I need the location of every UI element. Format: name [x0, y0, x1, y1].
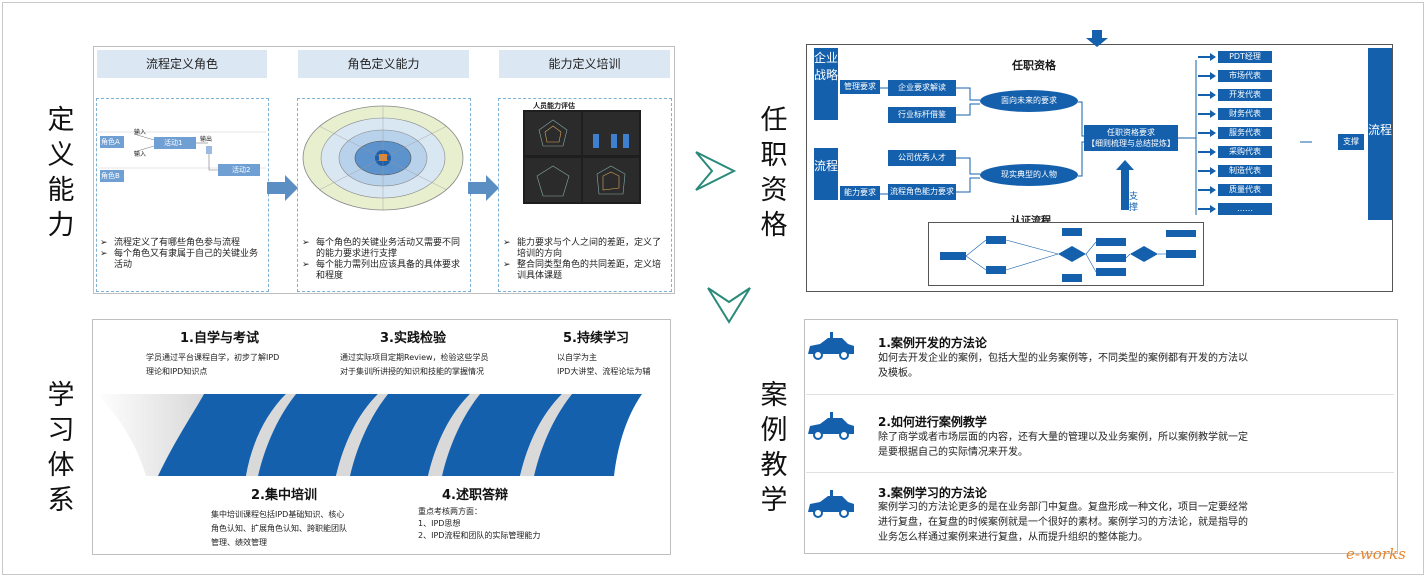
panel-define-capability [93, 46, 675, 294]
section-rings [297, 98, 471, 292]
role-b-label: 角色B [101, 172, 120, 180]
header-role-capability: 角色定义能力 [298, 50, 469, 78]
role-service: 服务代表 [1218, 127, 1272, 139]
label-define-capability: 定义能力 [47, 105, 75, 241]
assessment-title: 人员能力评估 [533, 102, 575, 110]
item-talent: 公司优秀人才 [888, 150, 956, 166]
qualification-connectors [880, 60, 1197, 215]
input-label-2: 输入 [134, 151, 147, 158]
box-qualification-req: 任职资格要求 【细则梳理与总结提炼】 [1084, 125, 1178, 151]
step-5-title: 5.持续学习 [563, 331, 629, 346]
bullets-process: ➢流程定义了有哪些角色参与流程 ➢每个角色又有隶属于自己的关键业务活动 [100, 238, 259, 270]
learning-stairs-diagram [96, 394, 642, 476]
capability-rings-diagram [302, 105, 464, 211]
support-arrow-icon [1300, 141, 1312, 143]
step-4-title: 4.述职答辩 [442, 488, 508, 503]
step-3-desc: 通过实际项目定期Review，检验这些学员对于集训所讲授的知识和技能的掌握情况 [340, 353, 489, 376]
item-enterprise-req: 企业要求解读 [888, 80, 956, 96]
title-certification: 认证流程 [1011, 212, 1051, 227]
step-3-title: 3.实践检验 [380, 331, 446, 346]
step-2-desc: 集中培训课程包括IPD基础知识、核心角色认知、扩展角色认知、跨职能团队管理、绩效… [211, 510, 347, 547]
bullets-rings: ➢每个角色的关键业务活动又需要不同的能力要求进行支撑 ➢每个能力需列出应该具备的… [302, 238, 461, 281]
case-2-title: 2.如何进行案例教学 [878, 415, 987, 429]
role-arrows [1198, 53, 1216, 213]
section-assessment [498, 98, 672, 292]
case-3-desc: 案例学习的方法论更多的是在业务部门中复盘。复盘形成一种文化，项目一定要经常进行复… [878, 502, 1248, 543]
watermark-logo: e-works [1346, 545, 1406, 563]
role-marketing: 市场代表 [1218, 70, 1272, 82]
divider-2 [806, 472, 1394, 473]
certification-flow-diagram [940, 228, 1196, 282]
flow-arrow-1-icon [267, 175, 298, 201]
car-icon [808, 332, 854, 360]
role-quality: 质量代表 [1218, 184, 1272, 196]
step-2-title: 2.集中培训 [251, 488, 317, 503]
car-icon [808, 412, 854, 440]
label-support-up: 支撑 [1129, 192, 1139, 213]
ellipse-typical-person: 现实典型的人物 [980, 164, 1078, 186]
bullets-assessment: ➢能力要求与个人之间的差距，定义了培训的方向 ➢整合同类型角色的共同差距，定义培… [503, 238, 662, 281]
role-manufacturing: 制造代表 [1218, 165, 1272, 177]
case-1-desc: 如何去开发企业的案例，包括大型的业务案例等，不同类型的案例都有开发的方法以及模板… [878, 353, 1248, 379]
box-enterprise-strategy: 企业战略 [814, 48, 838, 120]
output-label: 输出 [200, 136, 213, 143]
panel-case-teaching [804, 319, 1398, 554]
label-support-right: 支撑 [1338, 134, 1364, 150]
item-benchmark: 行业标杆借鉴 [888, 107, 956, 123]
car-icon [808, 490, 854, 518]
role-pdt-manager: PDT经理 [1218, 51, 1272, 63]
down-arrow-icon [1086, 30, 1108, 47]
role-a-label: 角色A [101, 138, 120, 146]
up-arrow-icon [1116, 160, 1134, 210]
role-more: …… [1218, 203, 1272, 215]
panel-learning-system [92, 319, 671, 555]
role-finance: 财务代表 [1218, 108, 1272, 120]
step-1-title: 1.自学与考试 [180, 331, 259, 346]
assessment-dashboard [523, 110, 641, 204]
role-development: 开发代表 [1218, 89, 1272, 101]
ellipse-future-req: 面向未来的要求 [980, 90, 1078, 112]
chevron-down-icon [707, 287, 751, 324]
chevron-right-icon [695, 151, 737, 191]
process-flow-diagram [98, 131, 266, 182]
header-capability-training: 能力定义培训 [499, 50, 670, 78]
divider-1 [806, 394, 1394, 395]
flow-arrow-2-icon [468, 175, 499, 201]
label-management-req: 管理要求 [840, 80, 880, 94]
role-procurement: 采购代表 [1218, 146, 1272, 158]
case-1-title: 1.案例开发的方法论 [878, 336, 987, 350]
label-qualification: 任职资格 [760, 105, 788, 241]
label-capability-req: 能力要求 [840, 186, 880, 200]
section-process [96, 98, 269, 292]
case-3-title: 3.案例学习的方法论 [878, 486, 987, 500]
label-learning-system: 学习体系 [47, 380, 75, 516]
box-process-right: 流程 [1368, 48, 1392, 220]
header-process-role: 流程定义角色 [97, 50, 267, 78]
title-qualification: 任职资格 [1012, 59, 1056, 72]
activity-2-label: 活动2 [232, 166, 251, 174]
box-process-left: 流程 [814, 148, 838, 200]
input-label-1: 输入 [134, 129, 147, 136]
case-2-desc: 除了商学或者市场层面的内容，还有大量的管理以及业务案例，所以案例教学就一定是要根… [878, 432, 1248, 458]
item-role-capability: 流程角色能力要求 [888, 184, 956, 200]
activity-1-label: 活动1 [164, 139, 183, 147]
label-case-teaching: 案例教学 [760, 380, 788, 516]
